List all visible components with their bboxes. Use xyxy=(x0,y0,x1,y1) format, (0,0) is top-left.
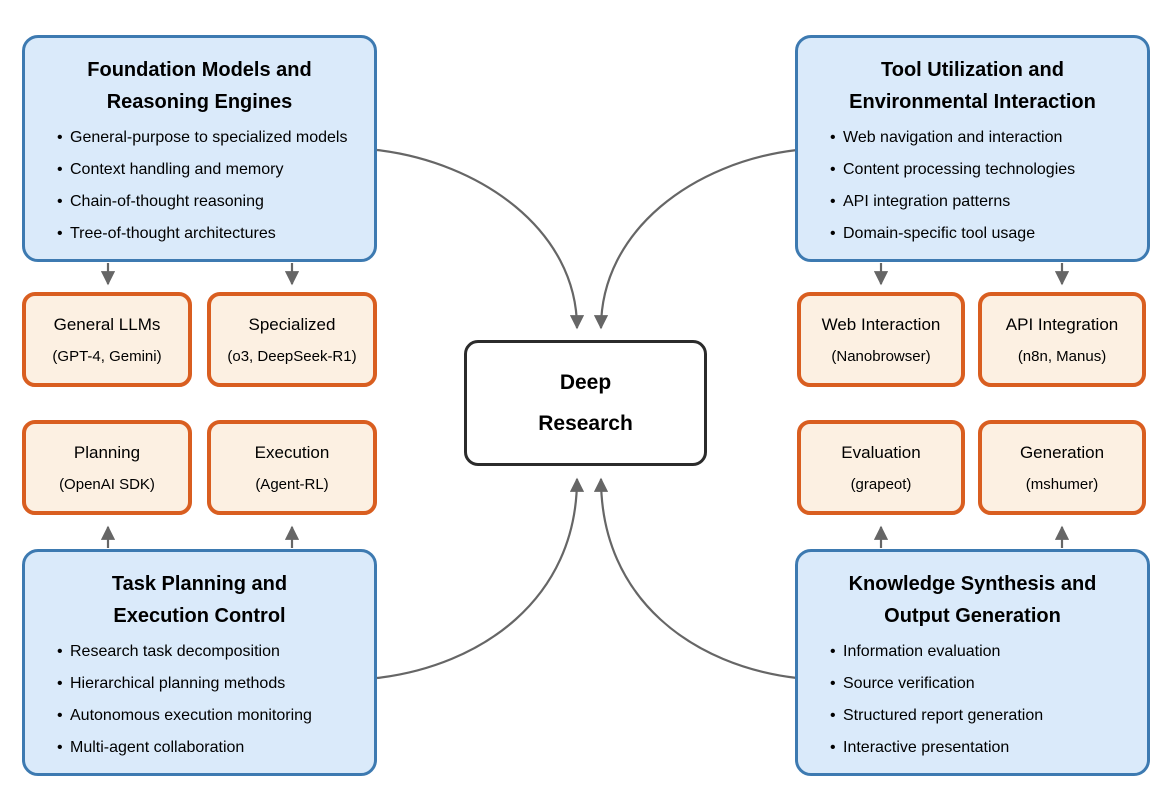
node-general-llms: General LLMs (GPT-4, Gemini) xyxy=(22,292,192,387)
section-title-line2: Reasoning Engines xyxy=(106,91,293,113)
center-title-line2: Research xyxy=(538,412,633,435)
section-bullets: Research task decomposition Hierarchical… xyxy=(35,636,364,764)
bullet-item: Hierarchical planning methods xyxy=(57,668,364,700)
bullet-item: Chain-of-thought reasoning xyxy=(57,186,364,218)
section-title-line2: Execution Control xyxy=(113,605,286,627)
section-title-line1: Task Planning and xyxy=(111,573,288,595)
bullet-item: Domain-specific tool usage xyxy=(830,218,1137,250)
section-bullets: General-purpose to specialized models Co… xyxy=(35,122,364,250)
section-title-line1: Foundation Models and xyxy=(87,59,312,81)
node-subtitle: (n8n, Manus) xyxy=(1017,347,1107,365)
section-title: Foundation Models and Reasoning Engines xyxy=(35,54,364,118)
node-title: General LLMs xyxy=(53,314,161,334)
bullet-item: Content processing technologies xyxy=(830,154,1137,186)
node-subtitle: (o3, DeepSeek-R1) xyxy=(227,347,357,365)
node-web-interaction: Web Interaction (Nanobrowser) xyxy=(797,292,965,387)
node-subtitle: (Agent-RL) xyxy=(255,475,329,493)
section-title: Tool Utilization and Environmental Inter… xyxy=(808,54,1137,118)
node-subtitle: (grapeot) xyxy=(850,475,912,493)
arrow-foundation-to-center xyxy=(376,148,585,330)
bullet-item: Web navigation and interaction xyxy=(830,122,1137,154)
section-tool-utilization: Tool Utilization and Environmental Inter… xyxy=(795,35,1150,262)
node-title: Generation xyxy=(1019,442,1105,462)
section-title: Knowledge Synthesis and Output Generatio… xyxy=(808,568,1137,632)
section-title-line1: Tool Utilization and xyxy=(881,59,1064,81)
node-generation: Generation (mshumer) xyxy=(978,420,1146,515)
section-knowledge-synthesis: Knowledge Synthesis and Output Generatio… xyxy=(795,549,1150,776)
node-evaluation: Evaluation (grapeot) xyxy=(797,420,965,515)
arrow-knowledge-to-center xyxy=(593,477,798,680)
section-task-planning: Task Planning and Execution Control Rese… xyxy=(22,549,377,776)
node-subtitle: (Nanobrowser) xyxy=(831,347,931,365)
section-title: Task Planning and Execution Control xyxy=(35,568,364,632)
bullet-item: General-purpose to specialized models xyxy=(57,122,364,154)
node-subtitle: (mshumer) xyxy=(1025,475,1099,493)
bullet-item: API integration patterns xyxy=(830,186,1137,218)
node-specialized: Specialized (o3, DeepSeek-R1) xyxy=(207,292,377,387)
center-title-line1: Deep xyxy=(559,371,612,394)
node-execution: Execution (Agent-RL) xyxy=(207,420,377,515)
bullet-item: Source verification xyxy=(830,668,1137,700)
bullet-item: Tree-of-thought architectures xyxy=(57,218,364,250)
bullet-item: Structured report generation xyxy=(830,700,1137,732)
bullet-item: Information evaluation xyxy=(830,636,1137,668)
section-title-line1: Knowledge Synthesis and xyxy=(848,573,1097,595)
node-title: Planning xyxy=(73,442,141,462)
node-title: Execution xyxy=(254,442,330,462)
node-subtitle: (GPT-4, Gemini) xyxy=(52,347,162,365)
bullet-item: Interactive presentation xyxy=(830,732,1137,764)
node-subtitle: (OpenAI SDK) xyxy=(59,475,155,493)
bullet-item: Autonomous execution monitoring xyxy=(57,700,364,732)
arrow-planning-to-center xyxy=(376,477,585,680)
node-title: Web Interaction xyxy=(821,314,941,334)
bullet-item: Context handling and memory xyxy=(57,154,364,186)
bullet-item: Multi-agent collaboration xyxy=(57,732,364,764)
section-foundation-models: Foundation Models and Reasoning Engines … xyxy=(22,35,377,262)
bullet-item: Research task decomposition xyxy=(57,636,364,668)
section-title-line2: Environmental Interaction xyxy=(849,91,1096,113)
node-title: API Integration xyxy=(1005,314,1119,334)
arrow-tools-to-center xyxy=(593,148,798,330)
node-title: Evaluation xyxy=(841,442,921,462)
node-planning: Planning (OpenAI SDK) xyxy=(22,420,192,515)
node-deep-research: Deep Research xyxy=(464,340,707,466)
section-bullets: Information evaluation Source verificati… xyxy=(808,636,1137,764)
section-title-line2: Output Generation xyxy=(884,605,1061,627)
node-api-integration: API Integration (n8n, Manus) xyxy=(978,292,1146,387)
node-title: Specialized xyxy=(248,314,336,334)
section-bullets: Web navigation and interaction Content p… xyxy=(808,122,1137,250)
